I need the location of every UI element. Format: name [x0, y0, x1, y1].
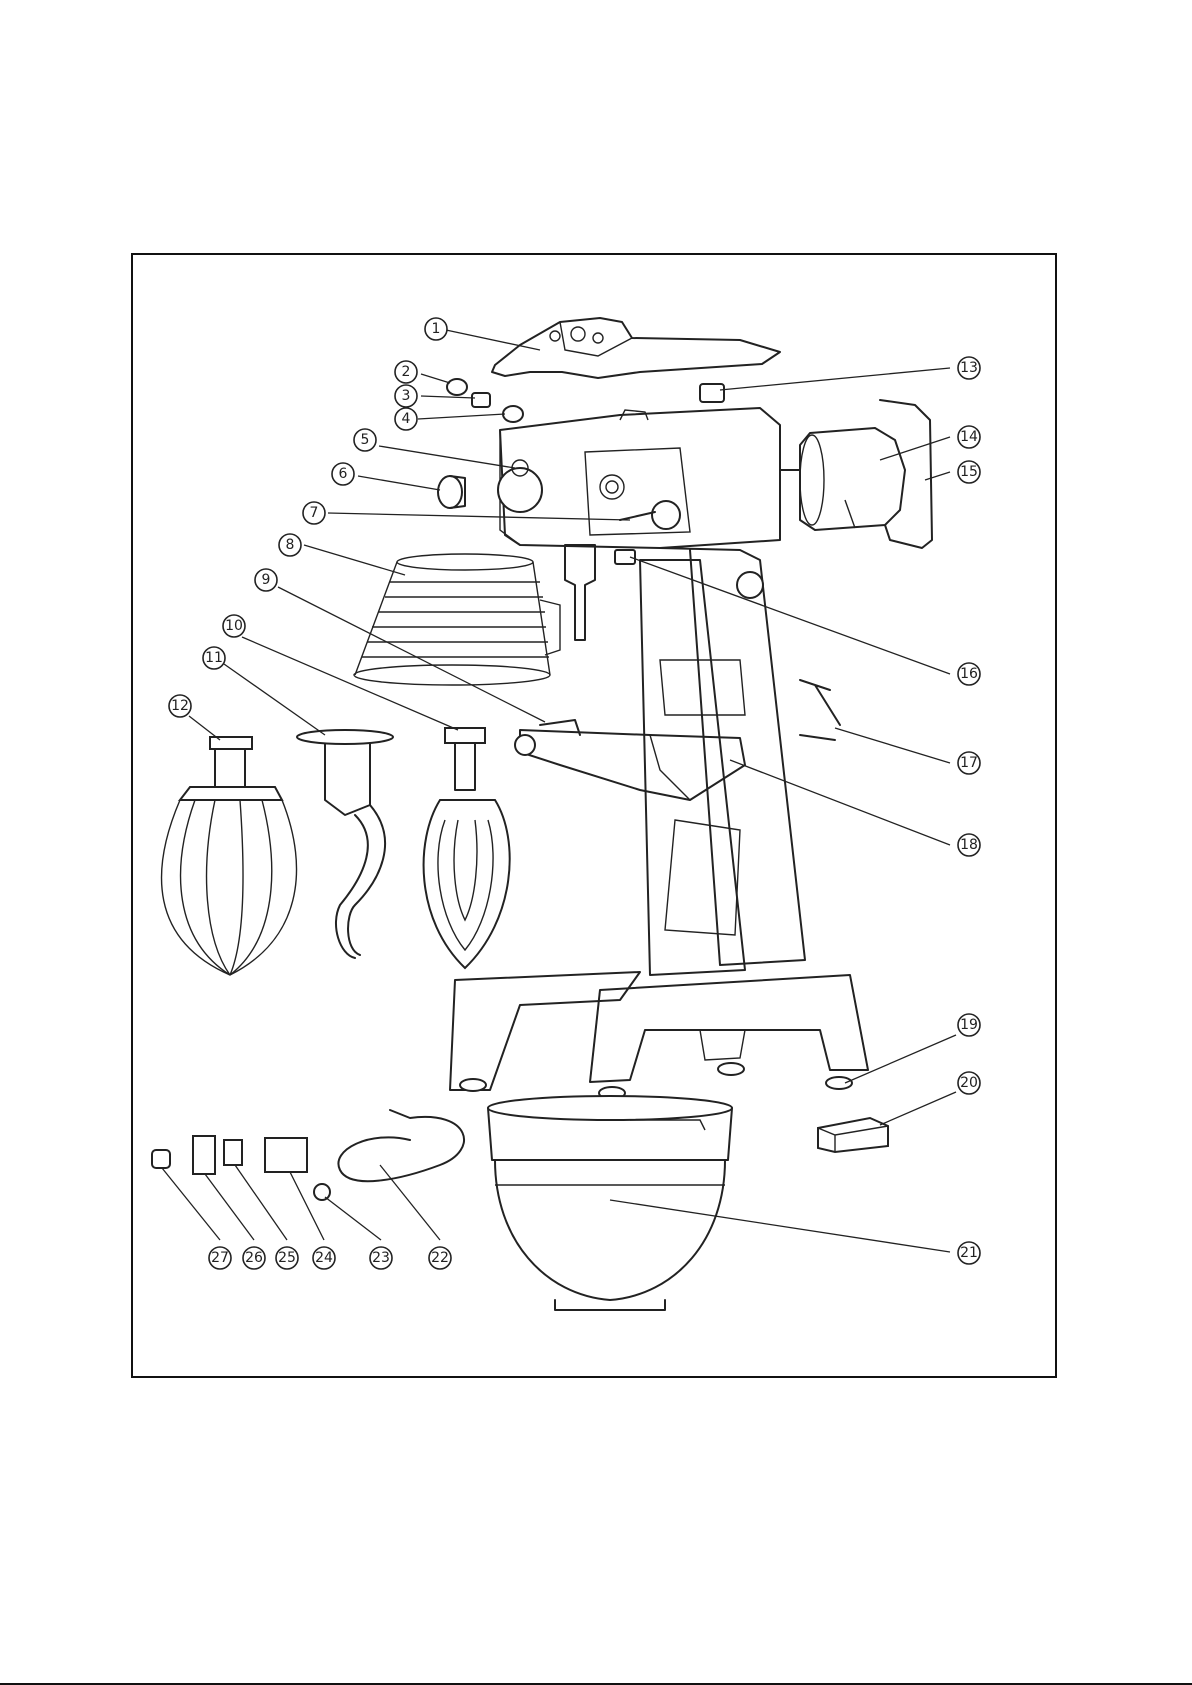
callout-number: 25	[278, 1250, 296, 1266]
callout-16: 16	[958, 663, 980, 685]
callout-5: 5	[354, 429, 376, 451]
callout-number: 9	[262, 572, 271, 588]
callout-number: 1	[432, 321, 441, 337]
callout-12: 12	[169, 695, 191, 717]
callout-26: 26	[243, 1247, 265, 1269]
callout-number: 27	[211, 1250, 229, 1266]
dough-hook-part	[297, 730, 393, 958]
callout-number: 11	[205, 650, 223, 666]
callout-4: 4	[395, 408, 417, 430]
mixing-bowl-part	[488, 1096, 732, 1310]
callout-number: 26	[245, 1250, 263, 1266]
callout-number: 23	[372, 1250, 390, 1266]
power-cord-part	[314, 1110, 464, 1200]
callout-22: 22	[429, 1247, 451, 1269]
crank-handle-part	[800, 680, 840, 740]
callout-number: 13	[960, 360, 978, 376]
callout-24: 24	[313, 1247, 335, 1269]
callout-17: 17	[958, 752, 980, 774]
callout-number: 2	[402, 364, 411, 380]
bowl-lift-arm-part	[515, 720, 745, 800]
microswitch-part	[700, 384, 724, 402]
callout-number: 20	[960, 1075, 978, 1091]
callout-18: 18	[958, 834, 980, 856]
switch-knob-part	[498, 460, 542, 512]
callout-14: 14	[958, 426, 980, 448]
callout-number: 16	[960, 666, 978, 682]
callout-10: 10	[223, 615, 245, 637]
callout-27: 27	[209, 1247, 231, 1269]
callout-2: 2	[395, 361, 417, 383]
callout-15: 15	[958, 461, 980, 483]
sensor-part	[615, 550, 635, 564]
callout-8: 8	[279, 534, 301, 556]
speed-lever-part	[620, 501, 680, 529]
callout-23: 23	[370, 1247, 392, 1269]
callout-21: 21	[958, 1242, 980, 1264]
callout-11: 11	[203, 647, 225, 669]
top-cover-part	[492, 318, 780, 378]
callout-1: 1	[425, 318, 447, 340]
callout-25: 25	[276, 1247, 298, 1269]
callout-13: 13	[958, 357, 980, 379]
cap-part	[438, 476, 465, 508]
callout-number: 10	[225, 618, 243, 634]
callout-number: 24	[315, 1250, 333, 1266]
callout-number: 21	[960, 1245, 978, 1261]
small-electrical-parts	[152, 1136, 307, 1174]
callout-number: 14	[960, 429, 978, 445]
whisk-part	[162, 737, 297, 975]
callout-number: 3	[402, 388, 411, 404]
callout-3: 3	[395, 385, 417, 407]
bowl-guard-part	[354, 554, 560, 685]
gear-head-housing	[500, 408, 780, 548]
cover-plate-part	[818, 1118, 888, 1152]
motor-cover-part	[880, 400, 932, 548]
callout-number: 6	[339, 466, 348, 482]
callout-number: 5	[361, 432, 370, 448]
callout-number: 15	[960, 464, 978, 480]
callout-19: 19	[958, 1014, 980, 1036]
callout-number: 12	[171, 698, 189, 714]
mixer-base	[450, 972, 868, 1090]
callout-6: 6	[332, 463, 354, 485]
callout-7: 7	[303, 502, 325, 524]
callout-number: 17	[960, 755, 978, 771]
callout-number: 18	[960, 837, 978, 853]
callout-number: 22	[431, 1250, 449, 1266]
callout-number: 7	[310, 505, 319, 521]
callout-20: 20	[958, 1072, 980, 1094]
callout-number: 8	[286, 537, 295, 553]
rubber-feet-part	[460, 1063, 852, 1099]
callout-9: 9	[255, 569, 277, 591]
callout-number: 19	[960, 1017, 978, 1033]
callout-number: 4	[402, 411, 411, 427]
spindle	[565, 545, 595, 640]
motor-part	[780, 428, 905, 530]
flat-beater-part	[424, 728, 510, 968]
